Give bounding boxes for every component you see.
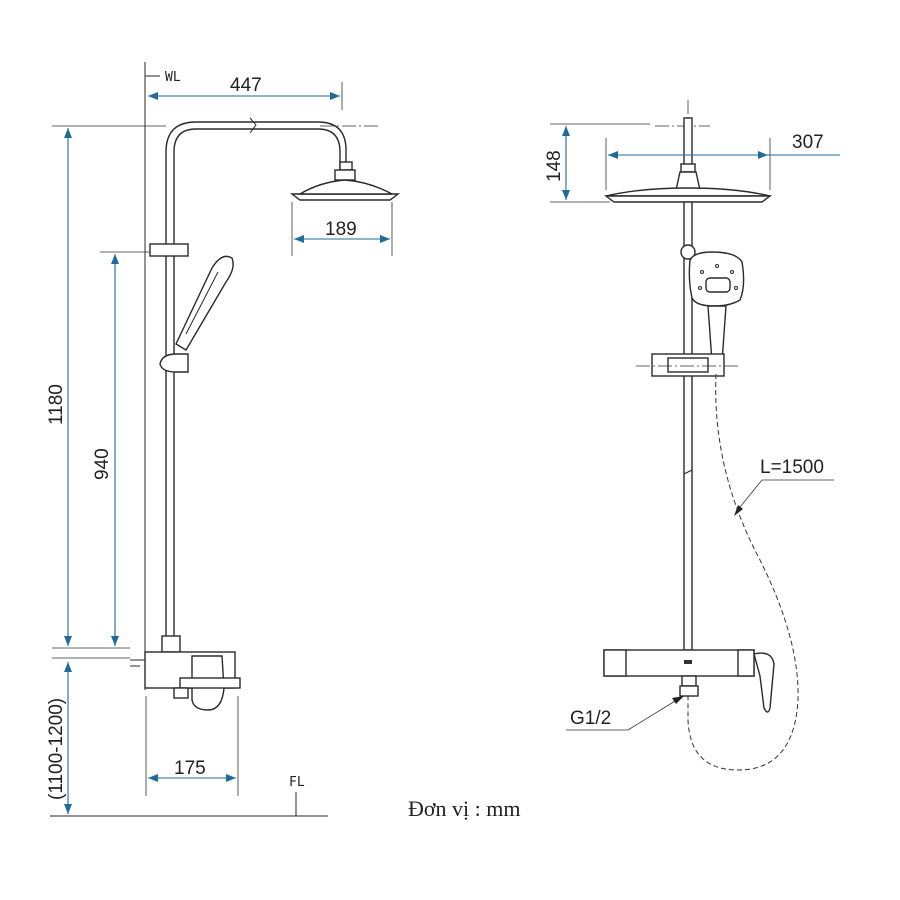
thermostatic-mixer-side [130, 635, 241, 711]
dim-mixer-depth: 175 [145, 696, 239, 796]
floor-line-label: FL [289, 775, 305, 790]
hand-shower-front [688, 251, 745, 363]
svg-text:307: 307 [792, 132, 824, 153]
svg-text:L=1500: L=1500 [760, 457, 824, 478]
overhead-shower-front [603, 171, 773, 203]
side-view: WL FL [46, 62, 401, 817]
svg-text:189: 189 [325, 219, 357, 240]
svg-text:148: 148 [544, 150, 565, 182]
svg-text:447: 447 [230, 75, 262, 96]
hose-length-callout: L=1500 [734, 457, 834, 516]
dim-arm-reach: 447 [148, 75, 380, 127]
svg-text:175: 175 [174, 758, 206, 779]
dim-overall-height: 1180 [46, 125, 166, 649]
dim-head-diameter-side: 189 [291, 202, 393, 256]
svg-text:(1100-1200): (1100-1200) [46, 698, 67, 800]
top-pipe-clamp [149, 243, 189, 257]
dim-head-drop: 148 [544, 123, 650, 203]
svg-text:940: 940 [92, 448, 113, 480]
svg-text:G1/2: G1/2 [570, 708, 611, 729]
dim-head-diameter-front: 307 [605, 132, 840, 190]
svg-text:1180: 1180 [46, 384, 67, 425]
riser-pipe [165, 121, 347, 653]
inlet-thread-callout: G1/2 [566, 696, 684, 731]
front-view: 307 148 L=1500 G1/2 [544, 100, 840, 771]
wall-line-label: WL [165, 70, 181, 85]
overhead-shower-side [289, 161, 401, 201]
thermostatic-mixer-front [603, 649, 775, 713]
hand-shower-side [159, 255, 234, 373]
shower-hose [687, 373, 799, 771]
dim-slide-rail: 940 [92, 251, 150, 646]
unit-note: Đơn vị : mm [408, 796, 520, 821]
dim-mount-height: (1100-1200) [46, 657, 130, 814]
slide-holder-front [636, 353, 740, 377]
